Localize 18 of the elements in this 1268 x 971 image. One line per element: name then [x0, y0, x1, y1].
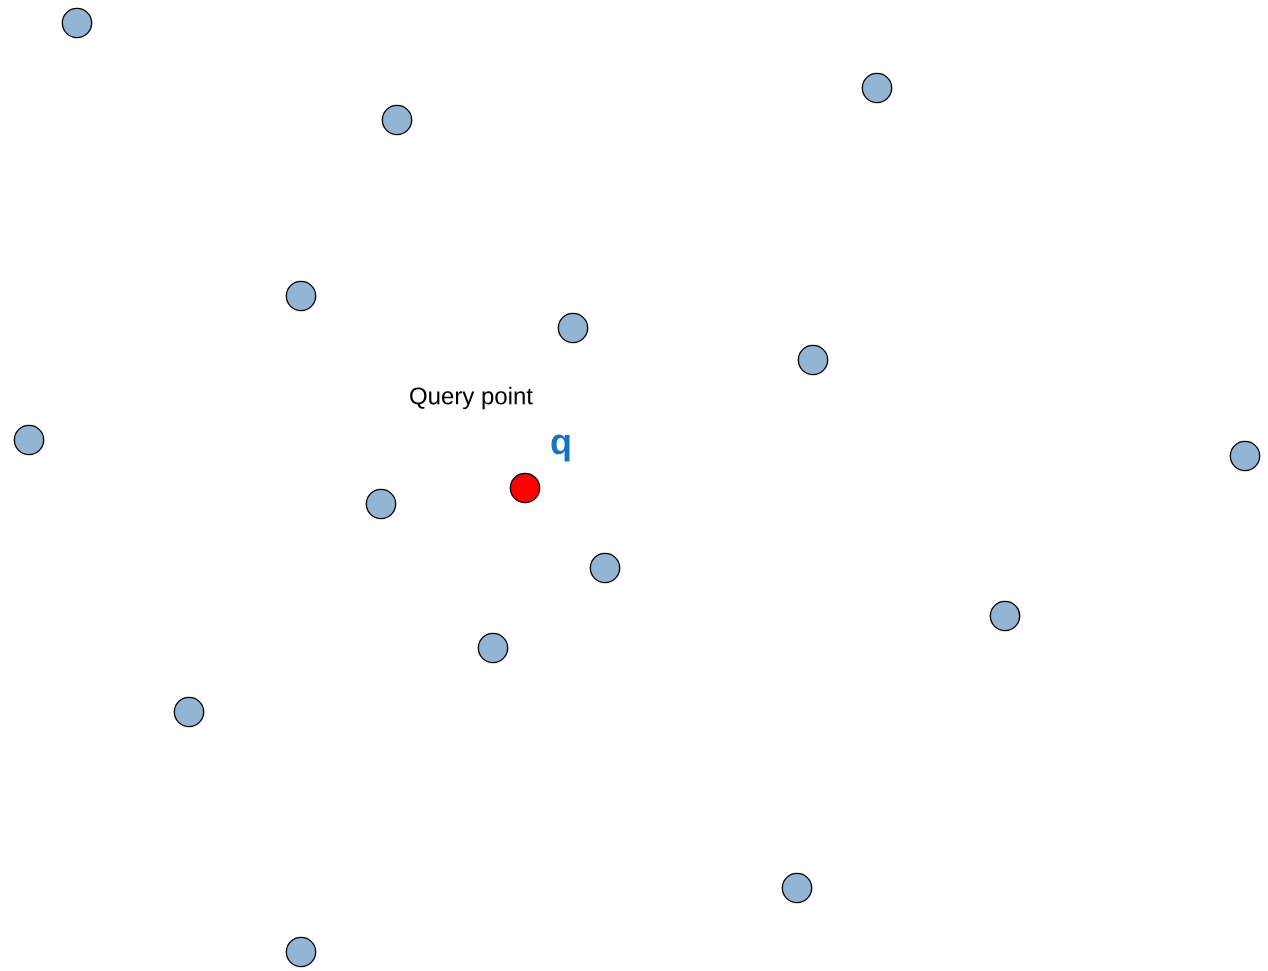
point-label: q — [551, 434, 570, 462]
data-point — [381, 104, 413, 136]
data-point — [781, 872, 813, 904]
query-point — [509, 472, 541, 504]
data-point — [477, 632, 509, 664]
data-point — [13, 424, 45, 456]
data-point — [989, 600, 1021, 632]
data-point — [589, 552, 621, 584]
data-point — [861, 72, 893, 104]
data-point — [365, 488, 397, 520]
data-point — [285, 280, 317, 312]
data-point — [557, 312, 589, 344]
caption-label: Query point — [410, 386, 533, 410]
data-point — [1229, 440, 1261, 472]
data-point — [61, 7, 93, 39]
data-point — [285, 936, 317, 968]
data-point — [173, 696, 205, 728]
data-point — [797, 344, 829, 376]
